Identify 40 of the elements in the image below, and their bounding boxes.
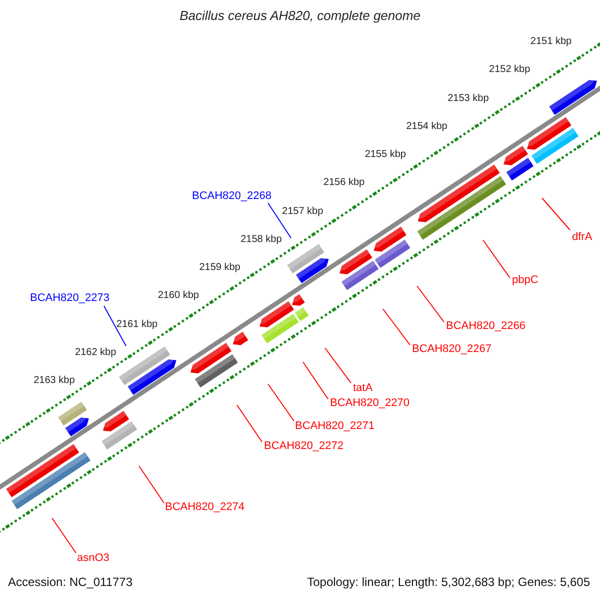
gene-label: BCAH820_2267 <box>412 343 492 356</box>
accession-label: Accession: NC_011773 <box>8 575 133 589</box>
tick-label: 2159 kbp <box>199 262 240 274</box>
gene-label: BCAH820_2274 <box>165 501 245 514</box>
tick-label: 2161 kbp <box>116 318 158 330</box>
leader-line <box>382 308 410 346</box>
gene-label: pbpC <box>512 274 538 287</box>
tick-label: 2152 kbp <box>489 64 530 76</box>
tick-label: 2157 kbp <box>282 206 324 218</box>
gene-label: BCAH820_2271 <box>295 420 375 433</box>
leader-line <box>482 240 510 278</box>
leader-line <box>268 202 292 238</box>
leader-line <box>236 404 262 442</box>
leader-line <box>52 518 76 554</box>
tick-label: 2160 kbp <box>158 290 199 302</box>
gene-label: BCAH820_2268 <box>192 190 272 203</box>
gene-label: BCAH820_2272 <box>264 440 344 453</box>
gene-label: tatA <box>353 382 373 395</box>
tick-label: 2153 kbp <box>448 92 489 104</box>
title: Bacillus cereus AH820, complete genome <box>178 8 422 23</box>
gene-label: BCAH820_2273 <box>30 292 110 305</box>
leader-line <box>302 362 328 400</box>
gene-label: dfrA <box>572 231 592 244</box>
leader-line <box>324 348 352 384</box>
leader-line <box>542 198 570 230</box>
leader-line <box>104 306 126 346</box>
tick-label: 2162 kbp <box>75 346 116 359</box>
tick-label: 2156 kbp <box>323 177 365 190</box>
gene-label: BCAH820_2270 <box>330 397 410 410</box>
leader-line <box>416 286 444 322</box>
leader-line <box>138 466 164 504</box>
tick-label: 2158 kbp <box>240 234 282 246</box>
tick-label: 2151 kbp <box>530 36 572 48</box>
tick-label: 2163 kbp <box>34 375 75 387</box>
genome-summary: Topology: linear; Length: 5,302,683 bp; Genes: 5,605 <box>307 575 590 589</box>
gene-label: asnO3 <box>77 552 110 565</box>
leader-line <box>268 384 294 422</box>
gene-label: BCAH820_2266 <box>446 320 526 333</box>
tick-label: 2154 kbp <box>406 120 448 133</box>
tick-label: 2155 kbp <box>364 149 406 161</box>
